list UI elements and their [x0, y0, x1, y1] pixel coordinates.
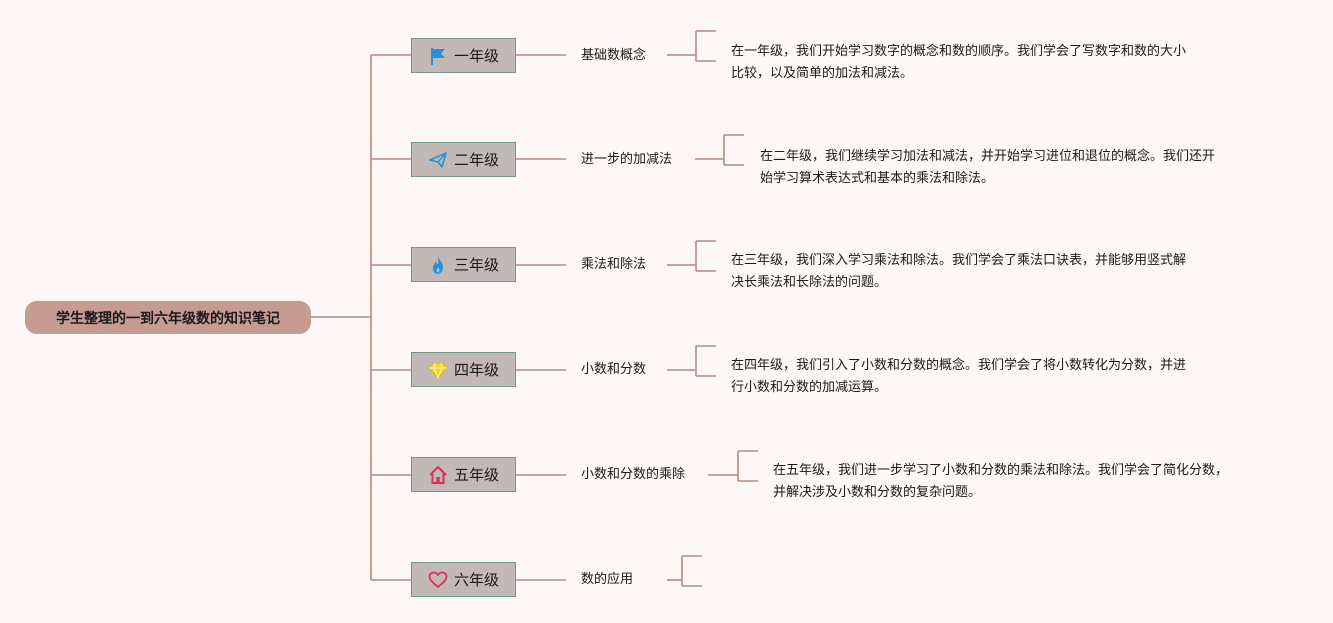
desc-2-line-1: 在二年级，我们继续学习加法和减法，并开始学习进位和退位的概念。我们还开 — [760, 149, 1216, 164]
desc-1-line-1: 在一年级，我们开始学习数字的概念和数的顺序。我们学会了写数字和数的大小 — [731, 44, 1187, 59]
grade-node-3[interactable]: 三年级 — [411, 247, 516, 282]
topic-1[interactable]: 基础数概念 — [581, 48, 647, 63]
heart-icon — [428, 570, 448, 590]
topic-5[interactable]: 小数和分数的乘除 — [581, 467, 686, 482]
fire-icon — [428, 255, 448, 275]
desc-3-line-2: 决长乘法和长除法的问题。 — [731, 275, 888, 290]
house-icon — [428, 465, 448, 485]
grade-node-6[interactable]: 六年级 — [411, 562, 516, 597]
grade-label-6: 六年级 — [453, 571, 499, 589]
topic-3[interactable]: 乘法和除法 — [581, 257, 647, 272]
desc-4-line-2: 行小数和分数的加减运算。 — [731, 380, 888, 395]
grade-node-4[interactable]: 四年级 — [411, 352, 516, 387]
desc-2-line-2: 始学习算术表达式和基本的乘法和除法。 — [760, 171, 995, 186]
desc-1[interactable]: 在一年级，我们开始学习数字的概念和数的顺序。我们学会了写数字和数的大小 比较，以… — [731, 41, 1186, 85]
topic-6[interactable]: 数的应用 — [581, 572, 634, 587]
grade-label-1: 一年级 — [453, 47, 499, 65]
desc-4-line-1: 在四年级，我们引入了小数和分数的概念。我们学会了将小数转化为分数，并进 — [731, 358, 1187, 373]
topic-2[interactable]: 进一步的加减法 — [581, 152, 673, 167]
diamond-icon — [428, 360, 448, 380]
desc-5-line-2: 并解决涉及小数和分数的复杂问题。 — [773, 485, 982, 500]
paper-plane-icon — [428, 150, 448, 170]
topic-4[interactable]: 小数和分数 — [581, 362, 647, 377]
root-topic[interactable]: 学生整理的一到六年级数的知识笔记 — [25, 301, 311, 334]
desc-5-line-1: 在五年级，我们进一步学习了小数和分数的乘法和除法。我们学会了简化分数， — [773, 463, 1229, 478]
desc-1-line-2: 比较，以及简单的加法和减法。 — [731, 66, 914, 81]
grade-label-3: 三年级 — [453, 256, 499, 274]
root-title: 学生整理的一到六年级数的知识笔记 — [56, 310, 280, 327]
desc-4[interactable]: 在四年级，我们引入了小数和分数的概念。我们学会了将小数转化为分数，并进 行小数和… — [731, 355, 1186, 399]
grade-label-4: 四年级 — [453, 361, 499, 379]
desc-5[interactable]: 在五年级，我们进一步学习了小数和分数的乘法和除法。我们学会了简化分数， 并解决涉… — [773, 460, 1228, 504]
grade-label-2: 二年级 — [453, 151, 499, 169]
flag-icon — [428, 46, 448, 66]
grade-node-1[interactable]: 一年级 — [411, 38, 516, 73]
desc-3[interactable]: 在三年级，我们深入学习乘法和除法。我们学会了乘法口诀表，并能够用竖式解 决长乘法… — [731, 250, 1186, 294]
grade-node-5[interactable]: 五年级 — [411, 457, 516, 492]
grade-node-2[interactable]: 二年级 — [411, 142, 516, 177]
grade-label-5: 五年级 — [453, 466, 499, 484]
desc-3-line-1: 在三年级，我们深入学习乘法和除法。我们学会了乘法口诀表，并能够用竖式解 — [731, 253, 1187, 268]
desc-2[interactable]: 在二年级，我们继续学习加法和减法，并开始学习进位和退位的概念。我们还开 始学习算… — [760, 146, 1215, 190]
